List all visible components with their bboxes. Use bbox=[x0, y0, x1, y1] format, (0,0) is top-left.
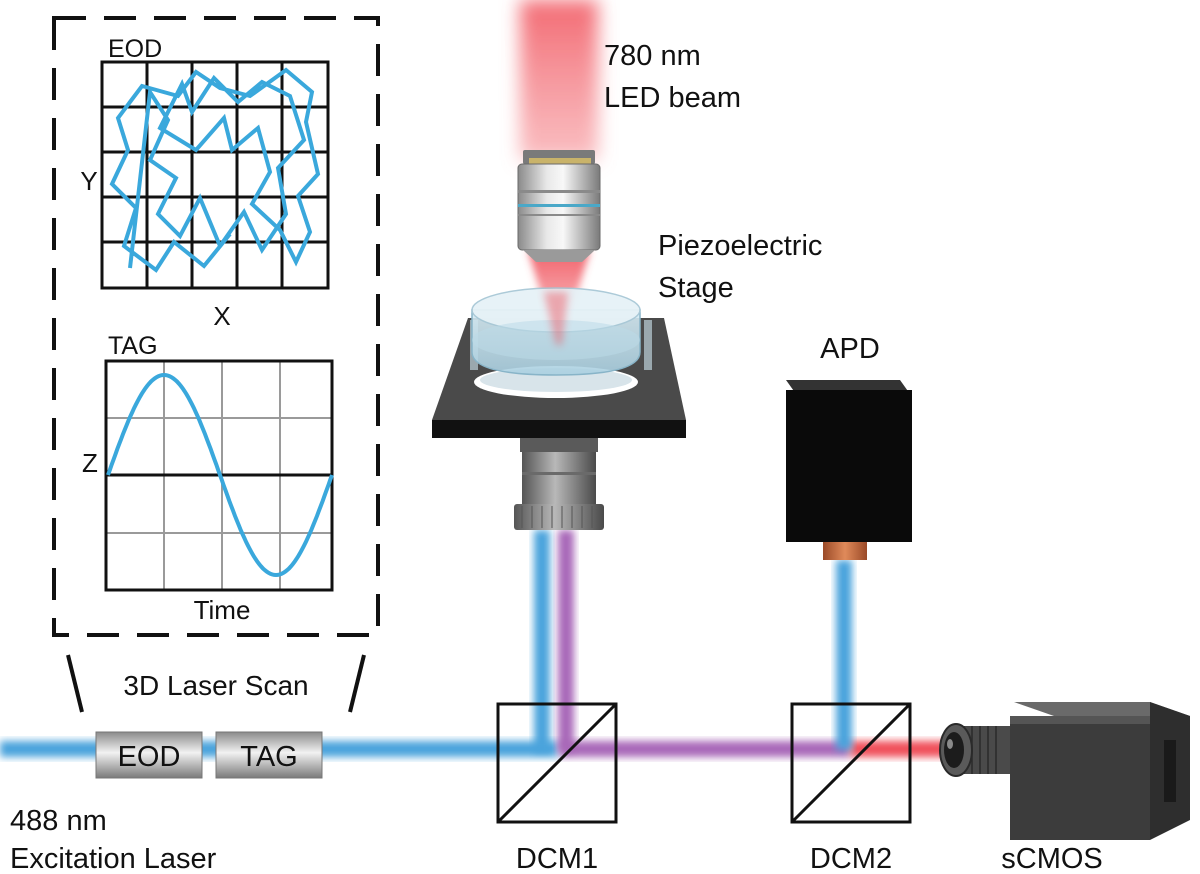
lower-objective-icon bbox=[514, 438, 604, 530]
tag-plot-title: TAG bbox=[108, 332, 158, 360]
objective-icon bbox=[517, 150, 601, 262]
eod-module-label: EOD bbox=[118, 741, 181, 773]
tag-time-axis-label: Time bbox=[194, 595, 251, 625]
tag-module-label: TAG bbox=[240, 741, 297, 773]
apd-box-icon bbox=[786, 380, 912, 560]
eod-module: EOD bbox=[95, 731, 203, 779]
camera-label: sCMOS bbox=[1001, 843, 1103, 874]
dcm2-label: DCM2 bbox=[810, 843, 892, 874]
scan-inset-frame bbox=[52, 16, 380, 713]
apd-label: APD bbox=[820, 333, 880, 365]
led-beam bbox=[520, 0, 598, 160]
eod-y-axis-label: Y bbox=[80, 166, 97, 196]
stage-label-line2: Stage bbox=[658, 272, 734, 304]
eod-x-axis-label: X bbox=[213, 301, 230, 331]
dichroic-mirror-icon-1 bbox=[496, 702, 618, 824]
emission-beam-vertical bbox=[558, 530, 574, 752]
excitation-beam-vertical bbox=[534, 530, 550, 752]
scan-title: 3D Laser Scan bbox=[123, 670, 308, 701]
tag-sine-wave bbox=[106, 372, 334, 578]
tag-module: TAG bbox=[215, 731, 323, 779]
laser-name-label: Excitation Laser bbox=[10, 843, 217, 874]
laser-wavelength-label: 488 nm bbox=[10, 805, 107, 837]
led-wavelength-label: 780 nm bbox=[604, 40, 701, 72]
camera-icon bbox=[939, 702, 1190, 840]
emission-beam-horizontal bbox=[560, 741, 850, 757]
apd-beam bbox=[836, 560, 852, 750]
eod-plot-title: EOD bbox=[108, 35, 162, 63]
dichroic-mirror-icon-2 bbox=[790, 702, 912, 824]
tag-z-plot bbox=[104, 359, 334, 592]
piezo-stage-icon bbox=[432, 287, 686, 438]
led-beam-label: LED beam bbox=[604, 82, 741, 114]
eod-scan-plot bbox=[100, 60, 330, 290]
dcm1-label: DCM1 bbox=[516, 843, 598, 874]
labels: 780 nm LED beam Piezoelectric Stage APD … bbox=[10, 35, 1103, 874]
tag-z-axis-label: Z bbox=[82, 448, 98, 478]
stage-label-line1: Piezoelectric bbox=[658, 230, 822, 262]
led-beam-to-camera bbox=[850, 741, 950, 757]
eod-scan-trace bbox=[109, 67, 321, 273]
